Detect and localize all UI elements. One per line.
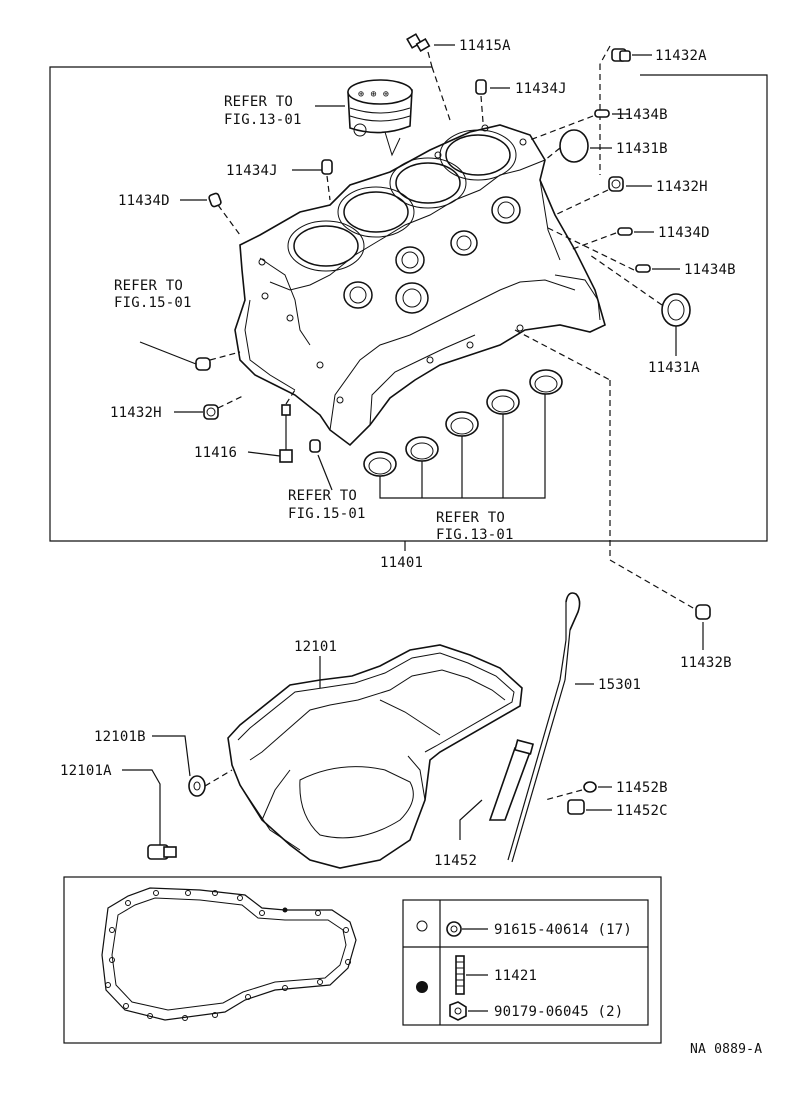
label-11452b: 11452B [616, 780, 668, 796]
refer-left-line2: FIG.15-01 [114, 295, 192, 311]
part-11432h-right-icon[interactable] [608, 176, 624, 192]
fipg-gasket-outline[interactable] [101, 887, 357, 1021]
cylinder-bore-4 [445, 134, 511, 176]
stud-11421-icon[interactable] [455, 955, 465, 995]
part-11431b-icon[interactable] [559, 129, 589, 163]
dipstick-15301[interactable] [507, 592, 581, 863]
part-11432a-icon[interactable] [611, 48, 631, 62]
label-11434j-left: 11434J [226, 163, 278, 179]
label-11434d-left: 11434D [118, 193, 170, 209]
refer-bottom1-line2: FIG.15-01 [288, 506, 366, 522]
label-11401: 11401 [380, 555, 423, 571]
cylinder-block[interactable] [234, 124, 606, 447]
piston-reference[interactable]: ⊕ ⊕ ⊕ [347, 79, 413, 157]
svg-text:⊕ ⊕ ⊕: ⊕ ⊕ ⊕ [358, 89, 389, 100]
oil-pan[interactable] [227, 644, 523, 869]
label-11432h-right: 11432H [656, 179, 708, 195]
part-11452c-icon[interactable] [567, 799, 585, 815]
cylinder-bore-3 [395, 162, 461, 204]
part-11431a-icon[interactable] [661, 293, 691, 327]
part-refer-bottom-pin-icon[interactable] [309, 439, 321, 453]
gasket-12101b-icon[interactable] [188, 775, 206, 797]
label-11432b: 11432B [680, 655, 732, 671]
label-15301: 15301 [598, 677, 641, 693]
label-11431b: 11431B [616, 141, 668, 157]
label-11452c: 11452C [616, 803, 668, 819]
refer-bottom1-line1: REFER TO [288, 488, 357, 504]
footer-code: NA 0889-A [690, 1042, 762, 1057]
seal-kit-frame [63, 876, 662, 1044]
bolt-91615-icon[interactable] [446, 921, 462, 937]
label-11434b-top: 11434B [616, 107, 668, 123]
label-11415a: 11415A [459, 38, 511, 54]
refer-bottom2-line2: FIG.13-01 [436, 527, 514, 543]
refer-piston-line1: REFER TO [224, 94, 293, 110]
main-bearings[interactable] [363, 369, 563, 477]
dipstick-guide-11452[interactable] [488, 739, 535, 821]
part-11434d-right-icon[interactable] [617, 227, 633, 236]
label-11431a: 11431A [648, 360, 700, 376]
label-11432a: 11432A [655, 48, 707, 64]
part-11452b-icon[interactable] [583, 781, 597, 793]
label-11452: 11452 [434, 853, 477, 869]
cylinder-bore-2 [343, 191, 409, 233]
block-frame [49, 66, 768, 542]
label-11434j-top: 11434J [515, 81, 567, 97]
refer-piston-line2: FIG.13-01 [224, 112, 302, 128]
label-12101: 12101 [294, 639, 337, 655]
label-11416: 11416 [194, 445, 237, 461]
label-12101a: 12101A [60, 763, 112, 779]
part-refer-left-icon[interactable] [195, 357, 211, 371]
refer-bottom2-line1: REFER TO [436, 510, 505, 526]
refer-left-line1: REFER TO [114, 278, 183, 294]
label-12101b: 12101B [94, 729, 146, 745]
filled-circle-icon [416, 981, 428, 993]
label-11421: 11421 [494, 968, 537, 984]
gasket-bolt-holes [105, 890, 351, 1021]
label-11432h-left: 11432H [110, 405, 162, 421]
part-11434j-left-icon[interactable] [321, 159, 333, 175]
nut-90179-icon[interactable] [449, 1001, 467, 1021]
part-11434j-top-icon[interactable] [475, 79, 487, 95]
cylinder-bore-1 [293, 225, 359, 267]
part-11434d-left-icon[interactable] [208, 192, 222, 208]
part-11416-icon[interactable] [279, 404, 293, 463]
part-11432h-left-icon[interactable] [203, 404, 219, 420]
fastener-table [402, 899, 649, 1026]
label-90179: 90179-06045 (2) [494, 1004, 623, 1020]
drain-plug-12101a-icon[interactable] [147, 844, 177, 860]
part-11434b-top-icon[interactable] [594, 109, 610, 118]
part-11415a-icon[interactable] [406, 33, 431, 53]
part-11434b-right-icon[interactable] [635, 264, 651, 273]
label-11434b-right: 11434B [684, 262, 736, 278]
part-11432b-icon[interactable] [695, 604, 711, 620]
label-91615: 91615-40614 (17) [494, 922, 632, 938]
label-11434d-right: 11434D [658, 225, 710, 241]
open-circle-icon [416, 920, 428, 932]
